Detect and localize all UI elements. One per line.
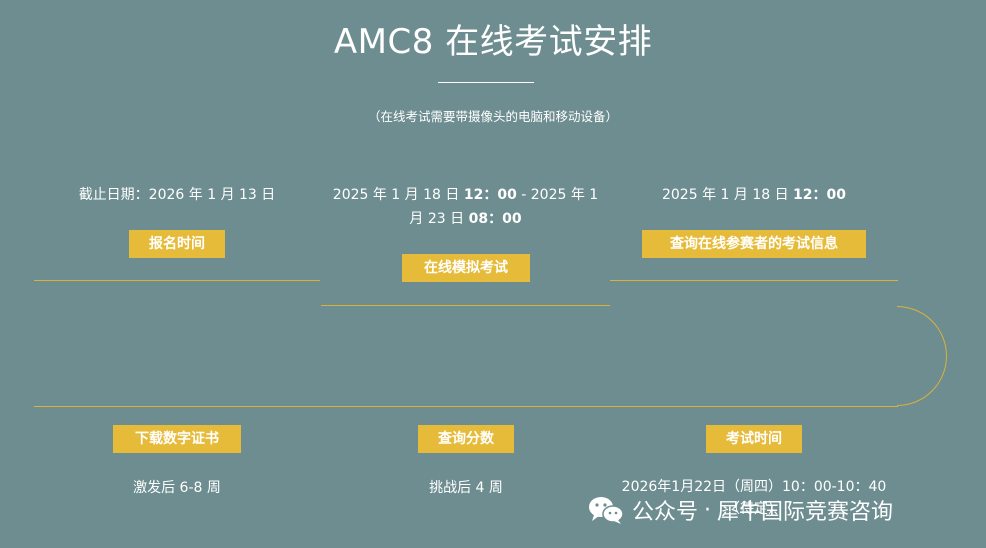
register-deadline: 截止日期：2026 年 1 月 13 日 (78, 187, 276, 203)
watermark-prefix: 公众号 (632, 500, 699, 525)
score-tag: 查询分数 (418, 425, 514, 453)
wechat-icon (588, 495, 624, 525)
certificate-tag: 下载数字证书 (113, 425, 241, 453)
wechat-watermark: 公众号 · 犀牛国际竞赛咨询 (588, 492, 893, 528)
exam-time-note: 2026年1月22日（周四）10：00-10：40 （待定） (621, 479, 887, 517)
query-info-tag: 查询在线参赛者的考试信息 (642, 230, 866, 258)
watermark-separator: · (704, 497, 712, 523)
timeline-curve (897, 306, 947, 406)
exam-time-tag: 考试时间 (706, 425, 802, 453)
query-info-date: 2025 年 1 月 18 日 12：00 (661, 187, 847, 203)
certificate-note: 激发后 6-8 周 (133, 480, 221, 496)
score-note: 挑战后 4 周 (429, 480, 503, 496)
register-time-tag: 报名时间 (129, 230, 225, 258)
timeline-segment-2 (321, 305, 610, 306)
title-divider (438, 82, 534, 83)
mock-exam-tag: 在线模拟考试 (402, 254, 530, 282)
timeline-segment-1 (34, 280, 320, 281)
timeline-bottom-line (34, 406, 898, 407)
page-subtitle: （在线考试需要带摄像头的电脑和移动设备） (367, 109, 618, 124)
watermark-name: 犀牛国际竞赛咨询 (717, 500, 894, 525)
timeline-segment-3 (610, 280, 898, 281)
page-title: AMC8 在线考试安排 (333, 22, 653, 62)
mock-exam-date: 2025 年 1 月 18 日 12：00 - 2025 年 1 月 23 日 … (332, 187, 599, 227)
